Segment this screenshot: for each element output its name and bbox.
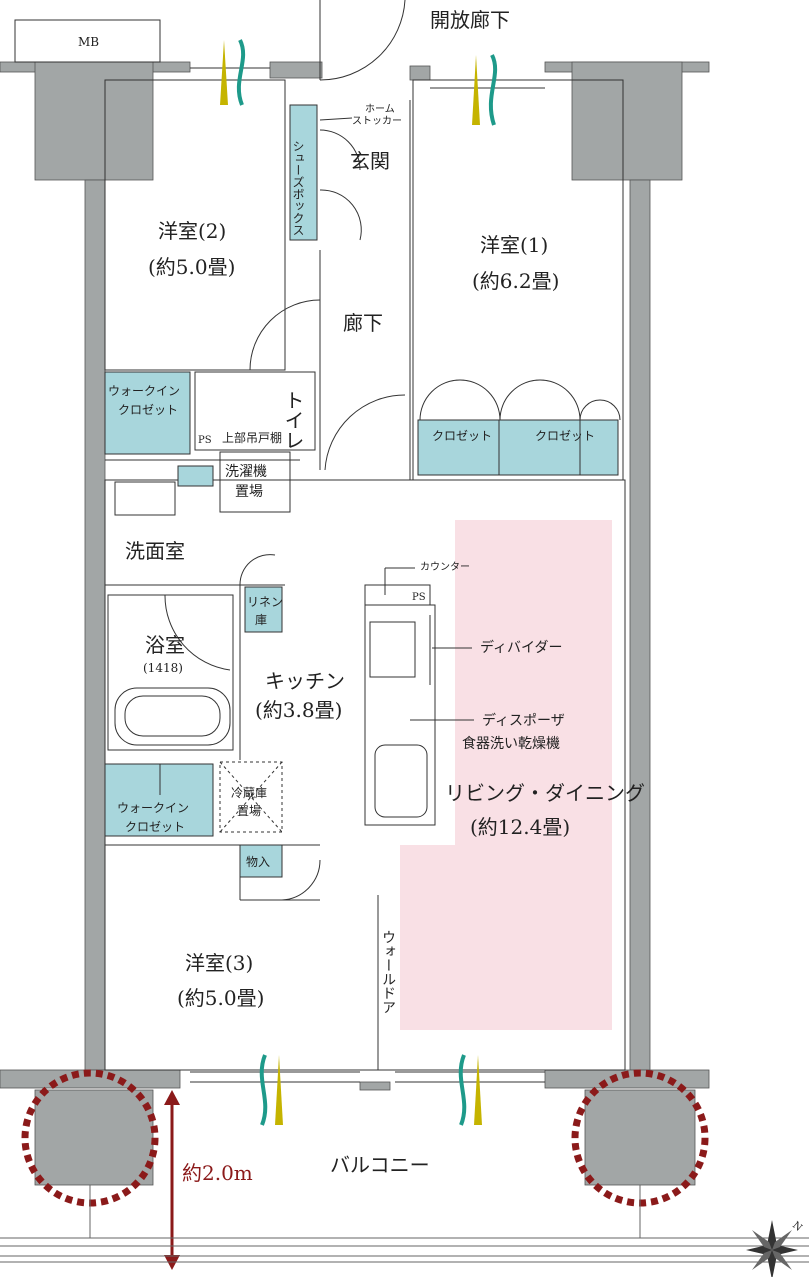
wic2-label: ウォークイン [117,801,189,815]
meter-box [14,19,161,63]
disposer-label: ディスポーザ [482,712,565,729]
corridor-label: 開放廊下 [430,8,510,32]
hallway-label: 廊下 [343,311,383,335]
storage-label: 物入 [246,855,270,869]
north-label: N [790,1220,804,1234]
entrance-label: 玄関 [350,149,390,173]
washer-label: 洗濯機 [225,464,267,480]
home-stocker-label-2: ストッカー [352,115,402,127]
ld-size: (約12.4畳) [470,815,570,839]
linen-label-2: 庫 [255,613,267,627]
dishwasher-label: 食器洗い乾燥機 [462,735,560,752]
closet-a-label: クロゼット [432,429,492,443]
ps-label: PS [198,435,212,446]
room1-label: 洋室(1) [480,233,548,257]
fridge-label: 冷蔵庫 [231,786,267,800]
room2-size: (約5.0畳) [148,255,235,279]
kitchen-label: キッチン [265,669,345,693]
bath-size: (1418) [143,661,183,675]
ld-label: リビング・ダイニング [445,781,645,805]
room3-size: (約5.0畳) [177,986,264,1010]
balcony-railing [0,1185,809,1263]
depth-arrow [164,1090,180,1270]
living-dining-highlight [400,520,612,1030]
room2-label: 洋室(2) [158,219,226,243]
upper-cabinet-label: 上部吊戸棚 [222,430,282,445]
room1-size: (約6.2畳) [472,269,559,293]
wic2-label-2: クロゼット [125,820,185,834]
mb-label: MB [78,35,99,49]
home-stocker-label: ホーム [365,103,395,115]
compass-icon [746,1220,798,1277]
washroom-label: 洗面室 [125,539,185,563]
toilet-label: トイレ [281,390,305,450]
leader-lines [319,117,474,721]
linen-label: リネン [247,595,283,609]
closet-b-label: クロゼット [535,429,595,443]
ventilation-icons [220,39,498,1126]
ps2-label: PS [412,592,426,603]
wic1-label: ウォークイン [108,384,180,398]
room3-label: 洋室(3) [185,951,253,975]
depth-label: 約2.0m [182,1161,253,1185]
divider-label: ディバイダー [480,639,562,656]
kitchen-size: (約3.8畳) [255,698,342,722]
wall-door-label: ウォールドア [380,930,396,1014]
fridge-label-2: 置場 [237,804,261,818]
walls [0,61,710,1186]
bath-label: 浴室 [145,633,185,657]
shoe-box-label: シューズボックス [291,140,305,236]
balcony-label: バルコニー [330,1153,430,1177]
wic1-label-2: クロゼット [118,403,178,417]
counter-label: カウンター [420,561,470,573]
storage-units [104,104,619,878]
washer-label-2: 置場 [235,484,263,500]
